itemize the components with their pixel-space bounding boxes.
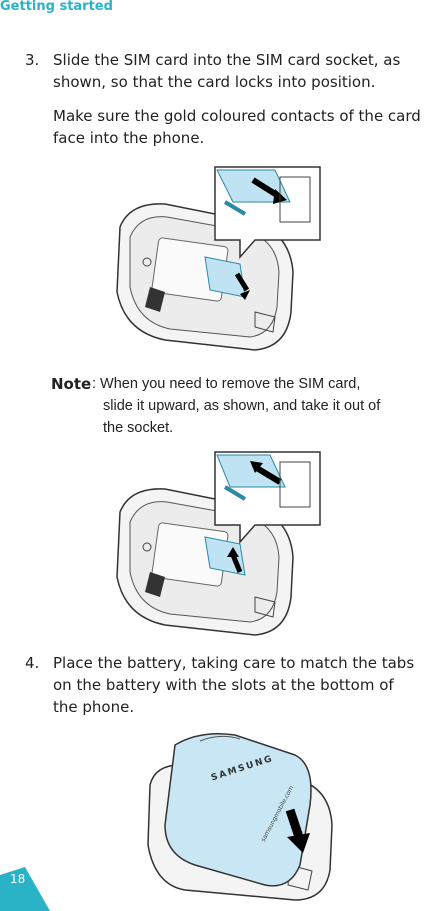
step-text-line-1: Slide the SIM card into the SIM card soc… bbox=[53, 51, 401, 69]
note-text-line-3: the socket. bbox=[103, 420, 174, 436]
battery-insert-illustration: SAMSUNG samsungmobile.com bbox=[147, 733, 333, 901]
step-text-line-1: Place the battery, taking care to match … bbox=[53, 654, 415, 672]
arrow-down-icon bbox=[285, 808, 310, 853]
note-text-line-1: : When you need to remove the SIM card, bbox=[92, 376, 361, 392]
note-label: Note bbox=[51, 375, 92, 393]
battery: SAMSUNG samsungmobile.com bbox=[164, 733, 312, 887]
zoom-callout bbox=[214, 166, 321, 259]
step-text-line-3: the phone. bbox=[53, 698, 135, 716]
step-3-tip-line-2: face into the phone. bbox=[53, 129, 205, 147]
section-header: Getting started bbox=[0, 0, 113, 14]
note-text-line-2: slide it upward, as shown, and take it o… bbox=[103, 398, 381, 414]
step-3-tip-line-1: Make sure the gold coloured contacts of … bbox=[53, 107, 421, 125]
step-number: 4. bbox=[25, 654, 40, 672]
step-text-line-2: shown, so that the card locks into posit… bbox=[53, 73, 376, 91]
page-number: 18 bbox=[10, 872, 26, 886]
step-3: 3. Slide the SIM card into the SIM card … bbox=[25, 50, 434, 94]
sim-insert-illustration bbox=[116, 166, 321, 351]
step-number: 3. bbox=[25, 51, 40, 69]
step-4: 4. Place the battery, taking care to mat… bbox=[25, 653, 434, 719]
sim-remove-illustration bbox=[116, 451, 321, 636]
step-text-line-2: on the battery with the slots at the bot… bbox=[53, 676, 394, 694]
zoom-callout bbox=[214, 451, 321, 544]
page-tab bbox=[0, 867, 50, 911]
